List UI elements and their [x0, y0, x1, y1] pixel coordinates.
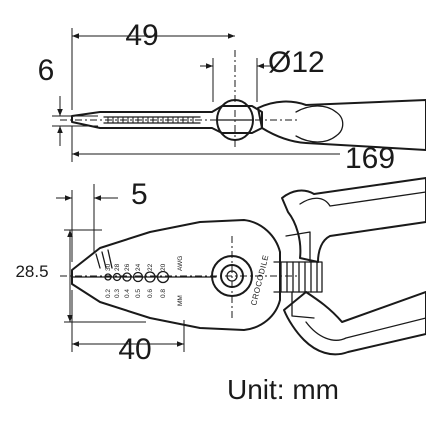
dim-5-label: 5 — [131, 178, 148, 211]
svg-text:0.2: 0.2 — [105, 289, 112, 298]
mm-label: MM — [177, 295, 184, 306]
side-view — [60, 50, 426, 151]
dim-6-label: 6 — [38, 54, 55, 87]
svg-text:0.6: 0.6 — [147, 289, 154, 298]
side-view-handle-contour — [295, 105, 337, 113]
dim-jaw-height: 28.5 — [15, 229, 146, 323]
front-view-spring — [273, 231, 323, 319]
svg-text:20: 20 — [160, 263, 167, 271]
dim-pivot-diameter: Ø12 — [200, 46, 325, 102]
svg-text:22: 22 — [147, 263, 154, 271]
awg-scale: 30 28 26 24 22 20 AWG — [105, 256, 184, 271]
svg-text:28: 28 — [114, 263, 121, 271]
dim-49-label: 49 — [125, 19, 158, 52]
mm-scale: 0.2 0.3 0.4 0.5 0.6 0.8 MM — [105, 289, 184, 306]
dim-o12-label: Ø12 — [268, 46, 325, 79]
dim-40-label: 40 — [118, 333, 151, 366]
front-view: 30 28 26 24 22 20 AWG 0.2 0.3 0.4 0.5 0.… — [60, 177, 426, 356]
svg-text:30: 30 — [105, 263, 112, 271]
svg-text:26: 26 — [124, 263, 131, 271]
front-view-jaw — [71, 219, 281, 331]
dim-cutting-length: 40 — [71, 290, 185, 366]
svg-text:0.3: 0.3 — [114, 289, 121, 298]
svg-text:0.8: 0.8 — [160, 289, 167, 298]
dim-thickness: 6 — [38, 54, 98, 146]
svg-text:0.4: 0.4 — [124, 289, 131, 298]
side-view-handle — [257, 99, 426, 151]
unit-label: Unit: mm — [227, 374, 339, 405]
awg-label: AWG — [177, 256, 184, 271]
dim-169-label: 169 — [345, 142, 395, 175]
dim-28-5-label: 28.5 — [15, 262, 48, 281]
stripping-holes — [104, 270, 170, 284]
dim-overall-length: 169 — [71, 126, 395, 175]
front-view-lower-handle — [283, 291, 426, 356]
front-view-upper-handle — [281, 177, 426, 263]
svg-text:0.5: 0.5 — [135, 289, 142, 298]
svg-text:24: 24 — [135, 263, 142, 271]
dim-jaw-length: 49 — [71, 19, 235, 110]
side-view-jaw — [71, 105, 263, 134]
